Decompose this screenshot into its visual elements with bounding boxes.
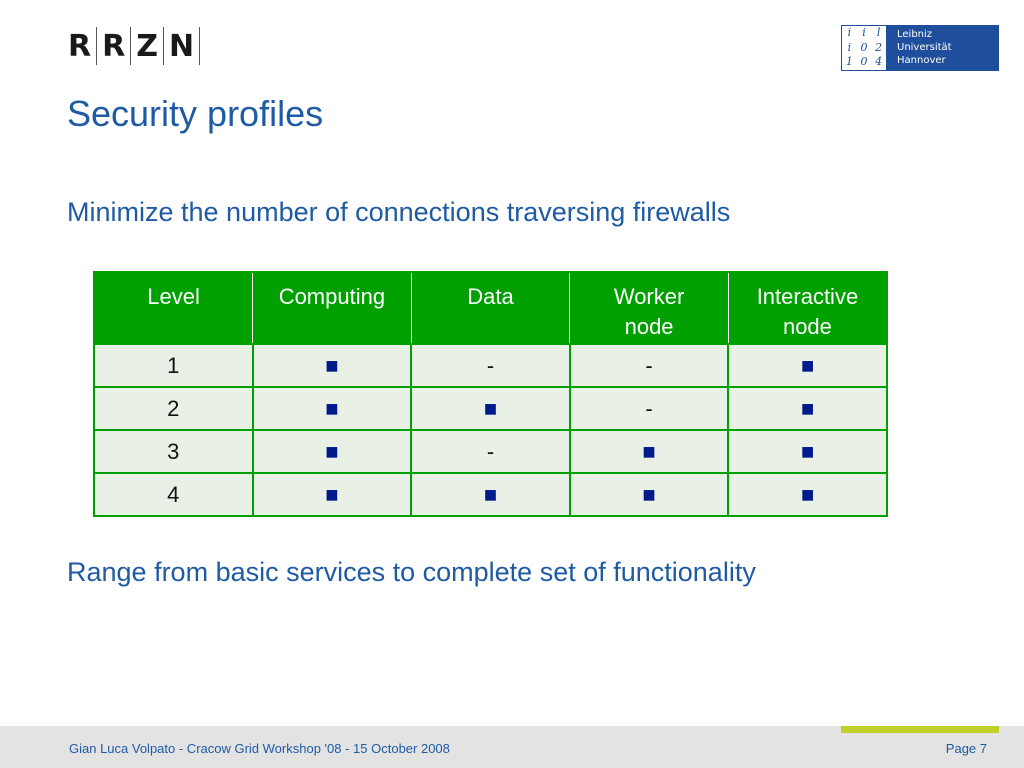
- table-cell: ■: [251, 343, 413, 388]
- university-mark-icon: i i l i 0 2 1 0 4: [841, 25, 887, 71]
- table-cell: ■: [251, 472, 413, 517]
- table-cell: 2: [93, 386, 254, 431]
- table-cell: ■: [568, 472, 730, 517]
- bullet-text: Minimize the number of connections trave…: [67, 197, 731, 227]
- table-cell: 4: [93, 472, 254, 517]
- rrzn-logo: R R Z N: [68, 26, 201, 66]
- table-cell: ■: [727, 343, 888, 388]
- rrzn-letter: N: [168, 28, 195, 64]
- table-cell: ■: [251, 386, 413, 431]
- table-row: 2 ■ ■ - ■: [93, 386, 888, 431]
- university-logo: i i l i 0 2 1 0 4 Leibniz Universität Ha…: [841, 25, 999, 71]
- table-cell: -: [568, 343, 730, 388]
- table-cell: ■: [410, 472, 571, 517]
- column-header-data: Data: [410, 271, 571, 345]
- logo-divider: [96, 27, 98, 65]
- column-header-level: Level: [93, 271, 254, 345]
- rrzn-letter: R: [68, 28, 92, 64]
- page-number: Page 7: [945, 741, 987, 756]
- table-cell: ■: [727, 429, 888, 474]
- bullet-text: Range from basic services to complete se…: [67, 557, 756, 587]
- table-row: 4 ■ ■ ■ ■: [93, 472, 888, 517]
- table-cell: -: [410, 343, 571, 388]
- table-cell: ■: [251, 429, 413, 474]
- logo-divider: [130, 27, 132, 65]
- footer-accent-bar: [841, 726, 999, 733]
- table-cell: 3: [93, 429, 254, 474]
- logo-divider: [162, 27, 164, 65]
- table-row: 1 ■ - - ■: [93, 343, 888, 388]
- table-cell: ■: [410, 386, 571, 431]
- university-name: Leibniz Universität Hannover: [887, 25, 999, 71]
- slide-title: Security profiles: [67, 93, 324, 134]
- university-name-line: Leibniz: [897, 29, 933, 40]
- table-cell: 1: [93, 343, 254, 388]
- university-name-line: Universität: [897, 42, 952, 53]
- table-cell: ■: [727, 472, 888, 517]
- rrzn-letter: Z: [136, 28, 158, 64]
- table-cell: -: [568, 386, 730, 431]
- table-cell: ■: [727, 386, 888, 431]
- table-cell: ■: [568, 429, 730, 474]
- logo-divider: [199, 27, 201, 65]
- footer-credit: Gian Luca Volpato - Cracow Grid Workshop…: [69, 741, 450, 756]
- table-row: 3 ■ - ■ ■: [93, 429, 888, 474]
- column-header-computing: Computing: [252, 271, 412, 345]
- footer-bar: [0, 726, 1024, 768]
- university-name-line: Hannover: [897, 55, 946, 66]
- rrzn-letter: R: [102, 28, 126, 64]
- table-cell: -: [410, 429, 571, 474]
